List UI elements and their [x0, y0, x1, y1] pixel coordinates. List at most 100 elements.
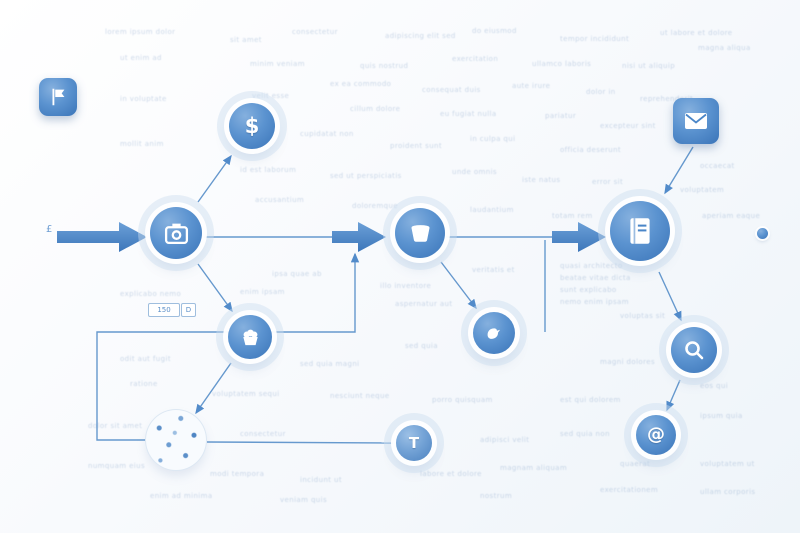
faint-text-fragment: exercitation: [452, 55, 499, 63]
faint-text-fragment: aperiam eaque: [702, 212, 761, 220]
faint-text-fragment: velit esse: [252, 92, 290, 100]
faint-text-fragment: ex ea commodo: [330, 80, 392, 88]
faint-text-fragment: excepteur sint: [600, 122, 656, 130]
at-icon: @: [647, 424, 665, 445]
connector-camera-to-dollar: [197, 154, 232, 203]
faint-text-fragment: nemo enim ipsam: [560, 298, 629, 306]
faint-text-fragment: sed quia non: [560, 430, 610, 438]
connector-notebook-to-search: [658, 271, 682, 322]
faint-text-fragment: dolor in: [586, 88, 616, 96]
node-bucket[interactable]: [395, 208, 445, 258]
faint-text-fragment: veniam quis: [280, 496, 328, 504]
faint-text-fragment: totam rem: [552, 212, 593, 220]
node-search[interactable]: [671, 327, 717, 373]
node-envelope-square[interactable]: [673, 98, 719, 144]
faint-text-fragment: enim ad minima: [150, 492, 213, 500]
faint-text-fragment: pariatur: [545, 112, 577, 120]
faint-text-fragment: reprehenderit: [640, 95, 694, 103]
node-cupcake[interactable]: [228, 315, 272, 359]
magnifier-icon: [685, 341, 704, 360]
node-tool[interactable]: T: [396, 425, 432, 461]
faint-text-fragment: sunt explicabo: [560, 286, 617, 294]
faint-text-fragment: porro quisquam: [432, 396, 493, 404]
faint-text-fragment: veritatis et: [472, 266, 515, 274]
faint-text-fragment: adipisci velit: [480, 436, 530, 444]
faint-text-fragment: eos qui: [700, 382, 729, 390]
currency-glyph: £: [46, 224, 53, 235]
faint-text-fragment: voluptatem ut: [700, 460, 755, 468]
faint-text-fragment: doloremque: [352, 202, 398, 210]
faint-text-fragment: sed quia: [405, 342, 438, 350]
connector-left-rail: [96, 252, 360, 441]
faint-text-fragment: ratione: [130, 380, 158, 388]
faint-text-fragment: occaecat: [700, 162, 735, 170]
connector-flowers-to-tool: [206, 441, 394, 444]
connector-envelope-to-notebook: [664, 146, 694, 195]
faint-text-fragment: consectetur: [292, 28, 338, 36]
bird-icon: [487, 328, 501, 339]
faint-text-fragment: incidunt ut: [300, 476, 343, 484]
faint-text-fragment: do eiusmod: [472, 27, 517, 35]
faint-text-fragment: ut labore et dolore: [660, 29, 733, 37]
faint-text-fragment: magni dolores: [600, 358, 655, 366]
faint-text-fragment: consectetur: [240, 430, 286, 438]
connector-bucket-to-bird: [440, 261, 477, 310]
faint-text-fragment: voluptatem sequi: [212, 390, 280, 398]
faint-text-fragment: voluptatem: [680, 186, 725, 194]
node-camera[interactable]: [150, 207, 202, 259]
node-notebook[interactable]: [610, 201, 670, 261]
faint-text-fragment: nisi ut aliquip: [622, 62, 676, 70]
faint-text-fragment: ullam corporis: [700, 488, 756, 496]
faint-text-fragment: iste natus: [522, 176, 561, 184]
faint-text-fragment: laudantium: [470, 206, 514, 214]
faint-text-fragment: explicabo nemo: [120, 290, 182, 298]
faint-text-fragment: magna aliqua: [698, 44, 751, 52]
faint-text-fragment: aute irure: [512, 82, 551, 90]
faint-text-fragment: lorem ipsum dolor: [105, 28, 176, 36]
faint-text-fragment: modi tempora: [210, 470, 265, 478]
side-dot: [757, 228, 768, 239]
faint-text-fragment: in voluptate: [120, 95, 167, 103]
faint-text-fragment: sed ut perspiciatis: [330, 172, 402, 180]
faint-text-fragment: sit amet: [230, 36, 262, 44]
thick-arrow-camera-to-bucket: [332, 222, 386, 252]
envelope-icon: [685, 113, 707, 129]
faint-text-fragment: exercitationem: [600, 486, 659, 494]
faint-text-fragment: eu fugiat nulla: [440, 110, 497, 118]
node-flower-cluster[interactable]: [146, 410, 206, 470]
faint-text-fragment: accusantium: [255, 196, 305, 204]
faint-text-fragment: aspernatur aut: [395, 300, 453, 308]
faint-text-fragment: labore et dolore: [420, 470, 482, 478]
node-at[interactable]: @: [636, 415, 676, 455]
faint-text-fragment: quasi architecto: [560, 262, 623, 270]
faint-text-fragment: magnam aliquam: [500, 464, 568, 472]
bucket-icon: [411, 225, 429, 242]
faint-text-fragment: voluptas sit: [620, 312, 666, 320]
faint-text-fragment: ullamco laboris: [532, 60, 592, 68]
faint-text-fragment: tempor incididunt: [560, 35, 630, 43]
faint-text-fragment: adipiscing elit sed: [385, 32, 456, 40]
faint-text-fragment: consequat duis: [422, 86, 481, 94]
faint-text-fragment: sed quia magni: [300, 360, 360, 368]
camera-icon: [164, 223, 188, 244]
faint-text-fragment: cillum dolore: [350, 105, 401, 113]
node-dollar[interactable]: $: [229, 103, 275, 149]
node-bird[interactable]: [473, 312, 515, 354]
notebook-icon: [630, 218, 650, 244]
node-flag-square[interactable]: [39, 78, 77, 116]
tool-icon: T: [408, 433, 420, 452]
faint-text-fragment: unde omnis: [452, 168, 497, 176]
faint-text-fragment: enim ipsam: [240, 288, 285, 296]
faint-text-fragment: proident sunt: [390, 142, 443, 150]
flag-icon: [52, 88, 65, 106]
faint-text-fragment: officia deserunt: [560, 146, 622, 154]
faint-text-fragment: error sit: [592, 178, 624, 186]
faint-text-fragment: ipsum quia: [700, 412, 743, 420]
dollar-icon: $: [244, 113, 260, 138]
faint-text-fragment: ut enim ad: [120, 54, 162, 62]
faint-text-fragment: quis nostrud: [360, 62, 409, 70]
connector-cupcake-to-flowers: [195, 362, 232, 415]
